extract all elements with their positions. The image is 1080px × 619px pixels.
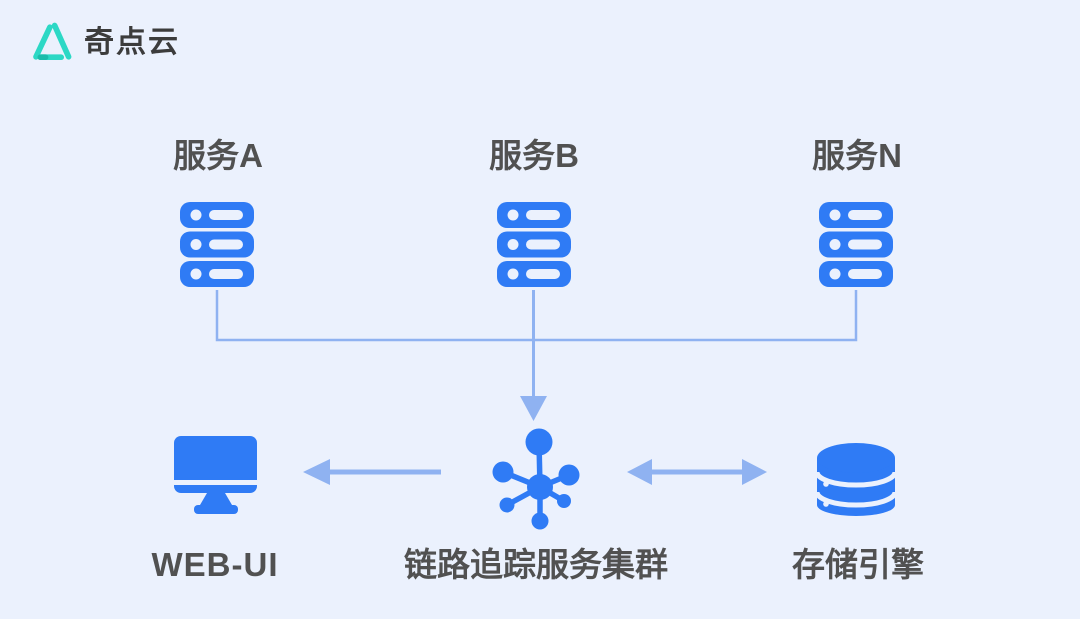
logo-mark-icon [33,22,72,61]
server-icon [819,202,893,287]
logo: 奇点云 [30,22,180,62]
logo-text: 奇点云 [84,26,180,59]
service-b-label: 服务B [489,137,579,174]
double-arrow-icon [627,459,767,485]
server-icon [180,202,254,287]
down-arrow-icon [520,290,547,421]
database-icon [814,443,898,516]
cluster-hub-icon [492,428,580,530]
storage-engine-label: 存储引擎 [792,546,924,583]
server-icon [497,202,571,287]
monitor-icon [174,436,257,514]
trace-cluster-label: 链路追踪服务集群 [404,546,668,583]
left-arrow-icon [303,459,441,485]
service-bracket-line [215,290,858,342]
service-a-label: 服务A [173,137,263,174]
web-ui-label: WEB-UI [151,546,279,583]
service-n-label: 服务N [812,137,902,174]
